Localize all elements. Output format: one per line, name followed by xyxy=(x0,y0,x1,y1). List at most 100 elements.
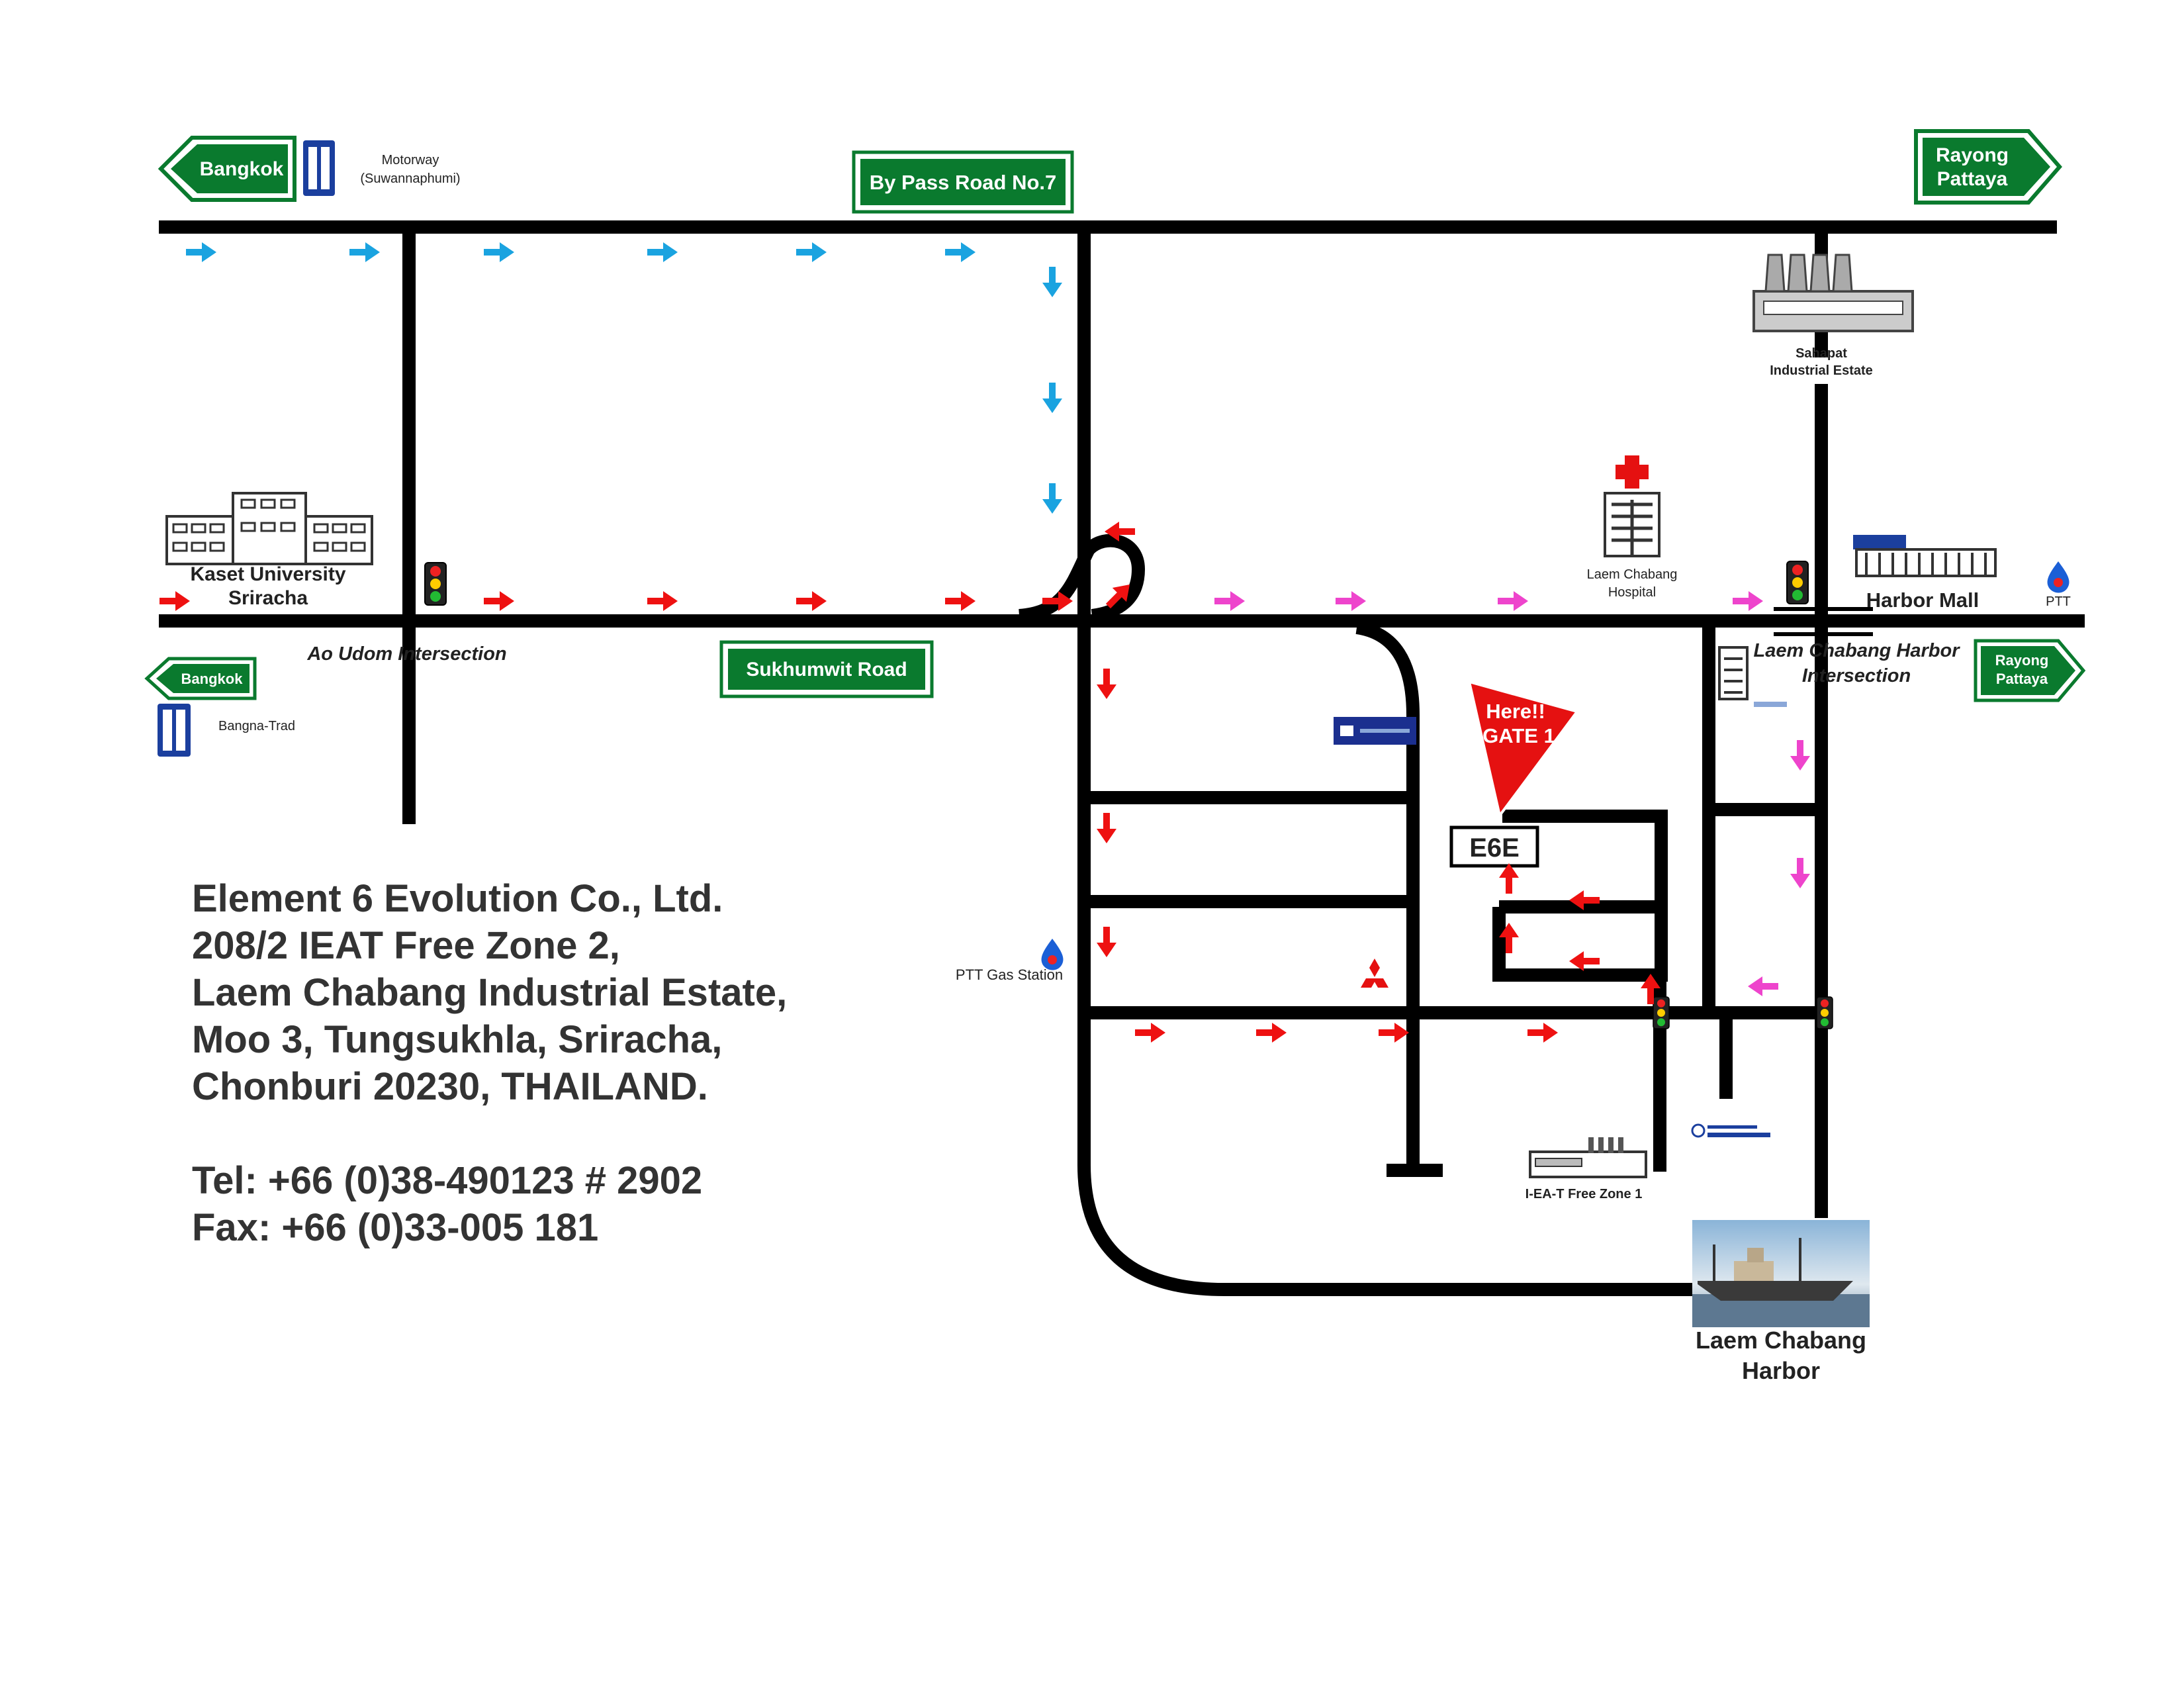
factory-icon xyxy=(1529,1137,1647,1178)
sign-bypass-label: By Pass Road No.7 xyxy=(870,171,1057,194)
direction-arrow xyxy=(1733,591,1763,611)
lcb-intersection-label-1: Laem Chabang Harbor xyxy=(1754,640,1961,661)
direction-arrow xyxy=(945,591,976,611)
direction-arrow xyxy=(1336,591,1366,611)
direction-arrow xyxy=(349,242,380,262)
direction-arrow xyxy=(1097,813,1116,843)
direction-arrow xyxy=(647,591,678,611)
harbor-label-2: Harbor xyxy=(1742,1357,1820,1384)
lcb-intersection-label-2: Intersection xyxy=(1802,665,1911,686)
gate-number-label: GATE 1 xyxy=(1482,724,1555,747)
mitsubishi-logo xyxy=(1361,959,1388,988)
direction-arrow xyxy=(1527,1023,1558,1043)
direction-arrow xyxy=(159,591,190,611)
e6e-label-box: E6E xyxy=(1449,825,1539,868)
motorway-label: Motorway xyxy=(382,153,439,167)
address-block: Element 6 Evolution Co., Ltd. 208/2 IEAT… xyxy=(192,875,920,1251)
direction-arrow xyxy=(1569,951,1600,971)
direction-arrow xyxy=(1214,591,1245,611)
sign-rayong-right-1: Rayong xyxy=(1995,652,2049,669)
michelin-logo xyxy=(1334,717,1416,745)
direction-arrow xyxy=(945,242,976,262)
direction-arrow xyxy=(1256,1023,1287,1043)
gate-here-label: Here!! xyxy=(1486,700,1545,723)
roads xyxy=(159,220,2085,1296)
sign-bypass: By Pass Road No.7 xyxy=(852,150,1074,214)
sign-rayong-top-2: Pattaya xyxy=(1937,168,2008,190)
bangna-label: Bangna-Trad xyxy=(218,719,295,733)
sign-rayong-top: Rayong Pattaya xyxy=(1914,129,2062,205)
direction-arrow xyxy=(796,591,827,611)
direction-arrow xyxy=(484,242,514,262)
sign-bangkok-left-label: Bangkok xyxy=(181,671,244,687)
direction-arrow xyxy=(1498,591,1528,611)
sign-sukhumvit-label: Sukhumwit Road xyxy=(746,659,907,680)
spacer xyxy=(192,1110,920,1157)
sign-bangkok-top-label: Bangkok xyxy=(200,158,284,180)
direction-arrow xyxy=(1042,383,1062,413)
harbor-mall-label: Harbor Mall xyxy=(1866,588,1979,612)
direction-arrow xyxy=(1135,1023,1165,1043)
direction-arrow xyxy=(484,591,514,611)
blue-arrows xyxy=(186,242,1062,514)
address-line: Chonburi 20230, THAILAND. xyxy=(192,1065,708,1108)
sahapat-label-2: Industrial Estate xyxy=(1770,363,1873,378)
ieat-label: I-EA-T Free Zone 1 xyxy=(1525,1187,1643,1201)
ao-udom-label: Ao Udom Intersection xyxy=(306,643,506,665)
hospital-label-2: Hospital xyxy=(1608,585,1656,600)
direction-arrow xyxy=(1790,740,1810,771)
university-building-icon xyxy=(165,492,373,565)
direction-arrow xyxy=(1097,927,1116,957)
traffic-light-icon xyxy=(1786,561,1809,604)
traffic-light-icon xyxy=(424,562,447,606)
ptt-gas-label: PTT Gas Station xyxy=(956,966,1063,983)
ptt-drop-icon xyxy=(1041,939,1064,970)
overpass xyxy=(1774,607,1873,636)
e6e-label: E6E xyxy=(1469,833,1520,863)
direction-arrow xyxy=(1379,1023,1409,1043)
traffic-light-icon xyxy=(1816,996,1833,1029)
office-building-icon xyxy=(1718,646,1787,707)
harbor-label-1: Laem Chabang xyxy=(1696,1327,1866,1354)
telephone: Tel: +66 (0)38-490123 # 2902 xyxy=(192,1159,703,1202)
direction-arrow xyxy=(1097,669,1116,699)
sign-rayong-right: Rayong Pattaya xyxy=(1974,639,2086,702)
mall-icon xyxy=(1853,535,1997,577)
address-line: Moo 3, Tungsukhla, Sriracha, xyxy=(192,1018,723,1061)
direction-arrow xyxy=(1042,483,1062,514)
kaset-label-2: Sriracha xyxy=(228,587,308,609)
motorway-sub: (Suwannaphumi) xyxy=(360,171,460,186)
direction-arrow xyxy=(1748,976,1778,996)
motorway-icon xyxy=(158,704,191,757)
bangkok-bank-logo xyxy=(1691,1123,1770,1138)
sign-rayong-right-2: Pattaya xyxy=(1996,671,2048,687)
ship-photo xyxy=(1692,1220,1870,1327)
direction-arrow xyxy=(796,242,827,262)
company-name: Element 6 Evolution Co., Ltd. xyxy=(192,877,723,920)
direction-arrow xyxy=(647,242,678,262)
traffic-light-icon xyxy=(1653,996,1670,1029)
direction-arrow xyxy=(1790,858,1810,888)
harbor-road xyxy=(1077,1164,1694,1296)
factory-icon xyxy=(1752,254,1914,332)
sahapat-label-1: Sahapat xyxy=(1796,346,1847,361)
direction-arrow xyxy=(1499,863,1519,894)
sign-rayong-top-1: Rayong xyxy=(1936,144,2009,166)
direction-arrow xyxy=(186,242,216,262)
direction-arrow xyxy=(1042,267,1062,297)
hospital-label-1: Laem Chabang xyxy=(1587,567,1678,582)
fax: Fax: +66 (0)33-005 181 xyxy=(192,1206,599,1249)
ptt-label: PTT xyxy=(2046,594,2071,609)
sign-bangkok-top: Bangkok xyxy=(158,136,296,202)
gate-road xyxy=(1355,621,1420,1172)
motorway-icon xyxy=(303,140,335,196)
hospital-icon xyxy=(1604,455,1661,557)
sign-sukhumvit: Sukhumwit Road xyxy=(719,640,934,698)
sign-bangkok-left: Bangkok xyxy=(144,657,257,700)
kaset-label-1: Kaset University xyxy=(190,563,345,585)
address-line: Laem Chabang Industrial Estate, xyxy=(192,971,788,1014)
address-line: 208/2 IEAT Free Zone 2, xyxy=(192,924,620,967)
ptt-drop-icon xyxy=(2047,561,2070,593)
gate-marker: Here!! GATE 1 xyxy=(1467,680,1580,819)
